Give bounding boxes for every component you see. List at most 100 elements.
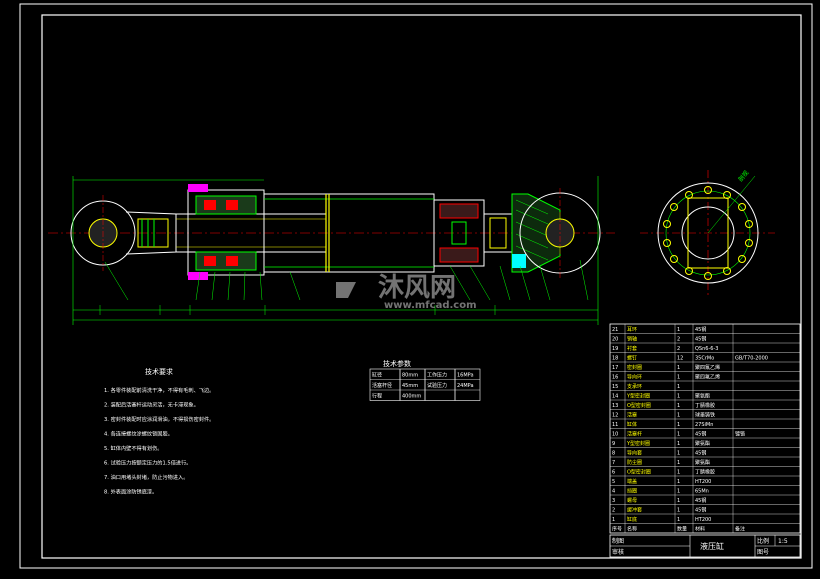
bom-cell: 端盖 — [627, 478, 637, 485]
bom-cell: 45钢 — [695, 497, 706, 504]
bom-cell: 缸体 — [627, 421, 637, 428]
bom-cell: 聚四氟乙烯 — [695, 364, 720, 371]
bom-cell: 挡圈 — [627, 488, 637, 495]
bom-cell: 45钢 — [695, 431, 706, 438]
bom-cell: 2 — [677, 337, 680, 343]
bom-cell: 45钢 — [695, 507, 706, 514]
scale-label: 比例 — [757, 537, 769, 545]
watermark-brand: 沐风网 — [378, 273, 456, 303]
bom-cell: 4 — [612, 489, 615, 495]
tech-line: 8. 外表面涂防锈底漆。 — [104, 488, 157, 496]
bom-cell: 衬套 — [627, 345, 637, 352]
params-cell: 16MPa — [457, 373, 474, 379]
bom-cell: 1 — [677, 375, 680, 381]
bom-cell: 缓冲套 — [627, 507, 642, 514]
bom-cell: 14 — [612, 394, 618, 400]
drawn-label: 制图 — [612, 537, 624, 545]
bom-cell: 15 — [612, 384, 618, 390]
tech-line: 2. 装配后活塞杆运动灵活，无卡滞现象。 — [104, 401, 199, 409]
bom-cell: 销轴 — [627, 336, 637, 343]
tech-line: 5. 缸体内壁不得有划伤。 — [104, 444, 162, 452]
drawing-name: 液压缸 — [700, 541, 724, 551]
params-cell: 行程 — [372, 393, 382, 400]
bom-cell: 6 — [612, 470, 615, 476]
bom-header-cell: 数量 — [677, 526, 687, 533]
bom-cell: 12 — [677, 356, 683, 362]
bom-cell: 8 — [612, 451, 615, 457]
bom-cell: 1 — [677, 432, 680, 438]
bom-cell: QSn6-6-3 — [695, 346, 718, 352]
bom-cell: 18 — [612, 356, 618, 362]
bom-cell: 1 — [677, 413, 680, 419]
bom-cell: 1 — [677, 403, 680, 409]
bom-header-cell: 名称 — [627, 526, 637, 533]
bom-cell: 11 — [612, 422, 618, 428]
title-block: 制图 审核 液压缸 比例 1:5 图号 — [609, 534, 801, 558]
params-cell: 45mm — [402, 383, 418, 389]
bom-cell: 2 — [677, 346, 680, 352]
bom-cell: 45钢 — [695, 336, 706, 343]
bom-cell: 3 — [612, 498, 615, 504]
bom-cell: 1 — [677, 498, 680, 504]
bom-cell: 1 — [612, 517, 615, 523]
bom-cell: 1 — [677, 422, 680, 428]
bom-header-cell: 序号 — [612, 526, 622, 533]
bom-cell: 19 — [612, 346, 618, 352]
bom-cell: O型密封圈 — [627, 469, 651, 476]
bom-cell: 1 — [677, 517, 680, 523]
tech-line: 4. 各连接螺纹涂螺纹锁固胶。 — [104, 430, 173, 438]
bom-cell: 聚四氟乙烯 — [695, 374, 720, 381]
params-cell: 400mm — [402, 394, 421, 400]
tech-requirements: 技术要求 1. 各零件装配前清洗干净，不得有毛刺、飞边。 2. 装配后活塞杆运动灵… — [104, 367, 214, 496]
tech-title: 技术要求 — [145, 367, 173, 376]
bom-cell: 1 — [677, 365, 680, 371]
bom-cell: 35CrMo — [695, 356, 714, 362]
bom-cell: 17 — [612, 365, 618, 371]
bom-cell: 45钢 — [695, 326, 706, 333]
bom-cell: 45钢 — [695, 450, 706, 457]
bom-cell: 螺母 — [627, 497, 637, 504]
bom-cell: 2 — [612, 508, 615, 514]
bom-cell: 65Mn — [695, 489, 709, 495]
bom-cell: 活塞杆 — [627, 431, 642, 438]
bom-cell: HT200 — [695, 517, 711, 523]
bom-cell: 1 — [677, 327, 680, 333]
bom-cell: 1 — [677, 394, 680, 400]
params-title: 技术参数 — [383, 359, 411, 368]
bom-cell: 1 — [677, 508, 680, 514]
bom-cell: 耳环 — [627, 327, 637, 333]
bom-cell: HT200 — [695, 479, 711, 485]
bom-cell: 密封圈 — [627, 364, 642, 371]
bom-cell: 球墨铸铁 — [695, 412, 715, 419]
bom-cell: 活塞 — [627, 412, 637, 419]
tech-line: 3. 密封件装配时应涂润滑油，不得损伤密封件。 — [104, 415, 214, 423]
bom-cell: 1 — [677, 479, 680, 485]
bom-cell: 聚氨酯 — [695, 393, 710, 400]
bom-cell: 16 — [612, 375, 618, 381]
tech-line: 6. 试验压力按额定压力的1.5倍进行。 — [104, 459, 191, 467]
sheet-label: 图号 — [757, 549, 769, 556]
params-cell: 试验压力 — [427, 382, 447, 389]
bom-cell: 丁腈橡胶 — [695, 402, 715, 409]
bom-cell: O型密封圈 — [627, 402, 651, 409]
scale-value: 1:5 — [778, 538, 788, 545]
bom-cell: 螺钉 — [627, 355, 637, 362]
bom-cell: 支承环 — [627, 383, 642, 390]
bom-cell: 13 — [612, 403, 618, 409]
params-cell: 活塞杆径 — [372, 382, 392, 389]
section-label: 剖视 — [736, 169, 750, 183]
bom-cell: 聚氨酯 — [695, 440, 710, 447]
bom-cell: 1 — [677, 470, 680, 476]
bom-cell: 缸底 — [627, 516, 637, 523]
bom-cell: 12 — [612, 413, 618, 419]
bom-cell: 1 — [677, 451, 680, 457]
bom-cell: 1 — [677, 384, 680, 390]
checked-label: 审核 — [612, 548, 624, 556]
bom-cell: 20 — [612, 337, 618, 343]
tech-line: 1. 各零件装配前清洗干净，不得有毛刺、飞边。 — [104, 386, 214, 394]
bom-cell: 21 — [612, 327, 618, 333]
params-cell: 24MPa — [457, 383, 474, 389]
